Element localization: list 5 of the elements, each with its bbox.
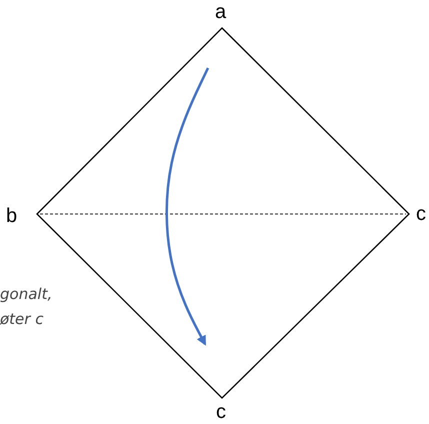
corner-letter: c	[416, 204, 426, 224]
instruction-note: gonalt, øter c	[0, 284, 54, 330]
corner-letter: a	[215, 2, 226, 22]
corner-letter: b	[6, 206, 18, 226]
corner-letter: c	[216, 402, 226, 422]
